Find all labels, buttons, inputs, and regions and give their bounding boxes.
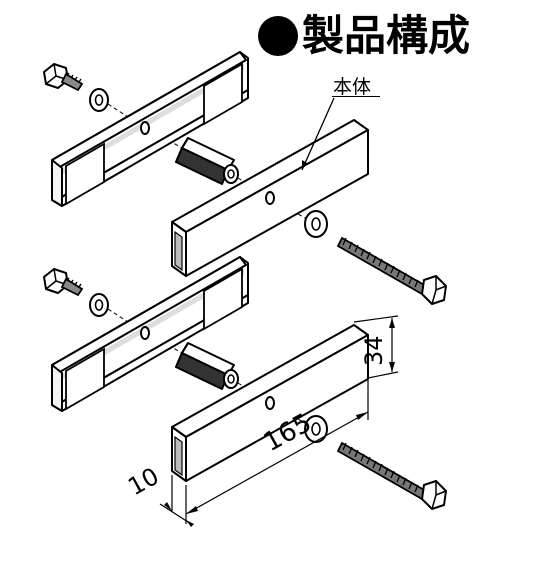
bullet-dot-icon: [258, 16, 298, 56]
upper-large-bolt-washer: [304, 210, 447, 305]
dimension-height-label: 34: [360, 335, 388, 366]
main-body-label: 本体: [333, 76, 372, 98]
section-title-text: 製品構成: [302, 11, 471, 60]
upper-spacer: [175, 137, 239, 185]
upper-small-bolt-washer: [43, 63, 109, 112]
label-leader-line: [301, 97, 335, 171]
leader-arrow-icon: [302, 160, 307, 170]
lower-spacer: [175, 342, 239, 390]
dimension-arrows: [164, 318, 395, 527]
section-title: 製品構成: [258, 6, 470, 66]
label-leader-underline: [332, 96, 380, 97]
lower-small-bolt-washer: [43, 268, 109, 317]
dimension-depth-label: 10: [123, 462, 163, 501]
lower-assembly: [43, 256, 447, 510]
lower-large-bolt-washer: [304, 415, 447, 510]
upper-assembly: [43, 51, 447, 305]
